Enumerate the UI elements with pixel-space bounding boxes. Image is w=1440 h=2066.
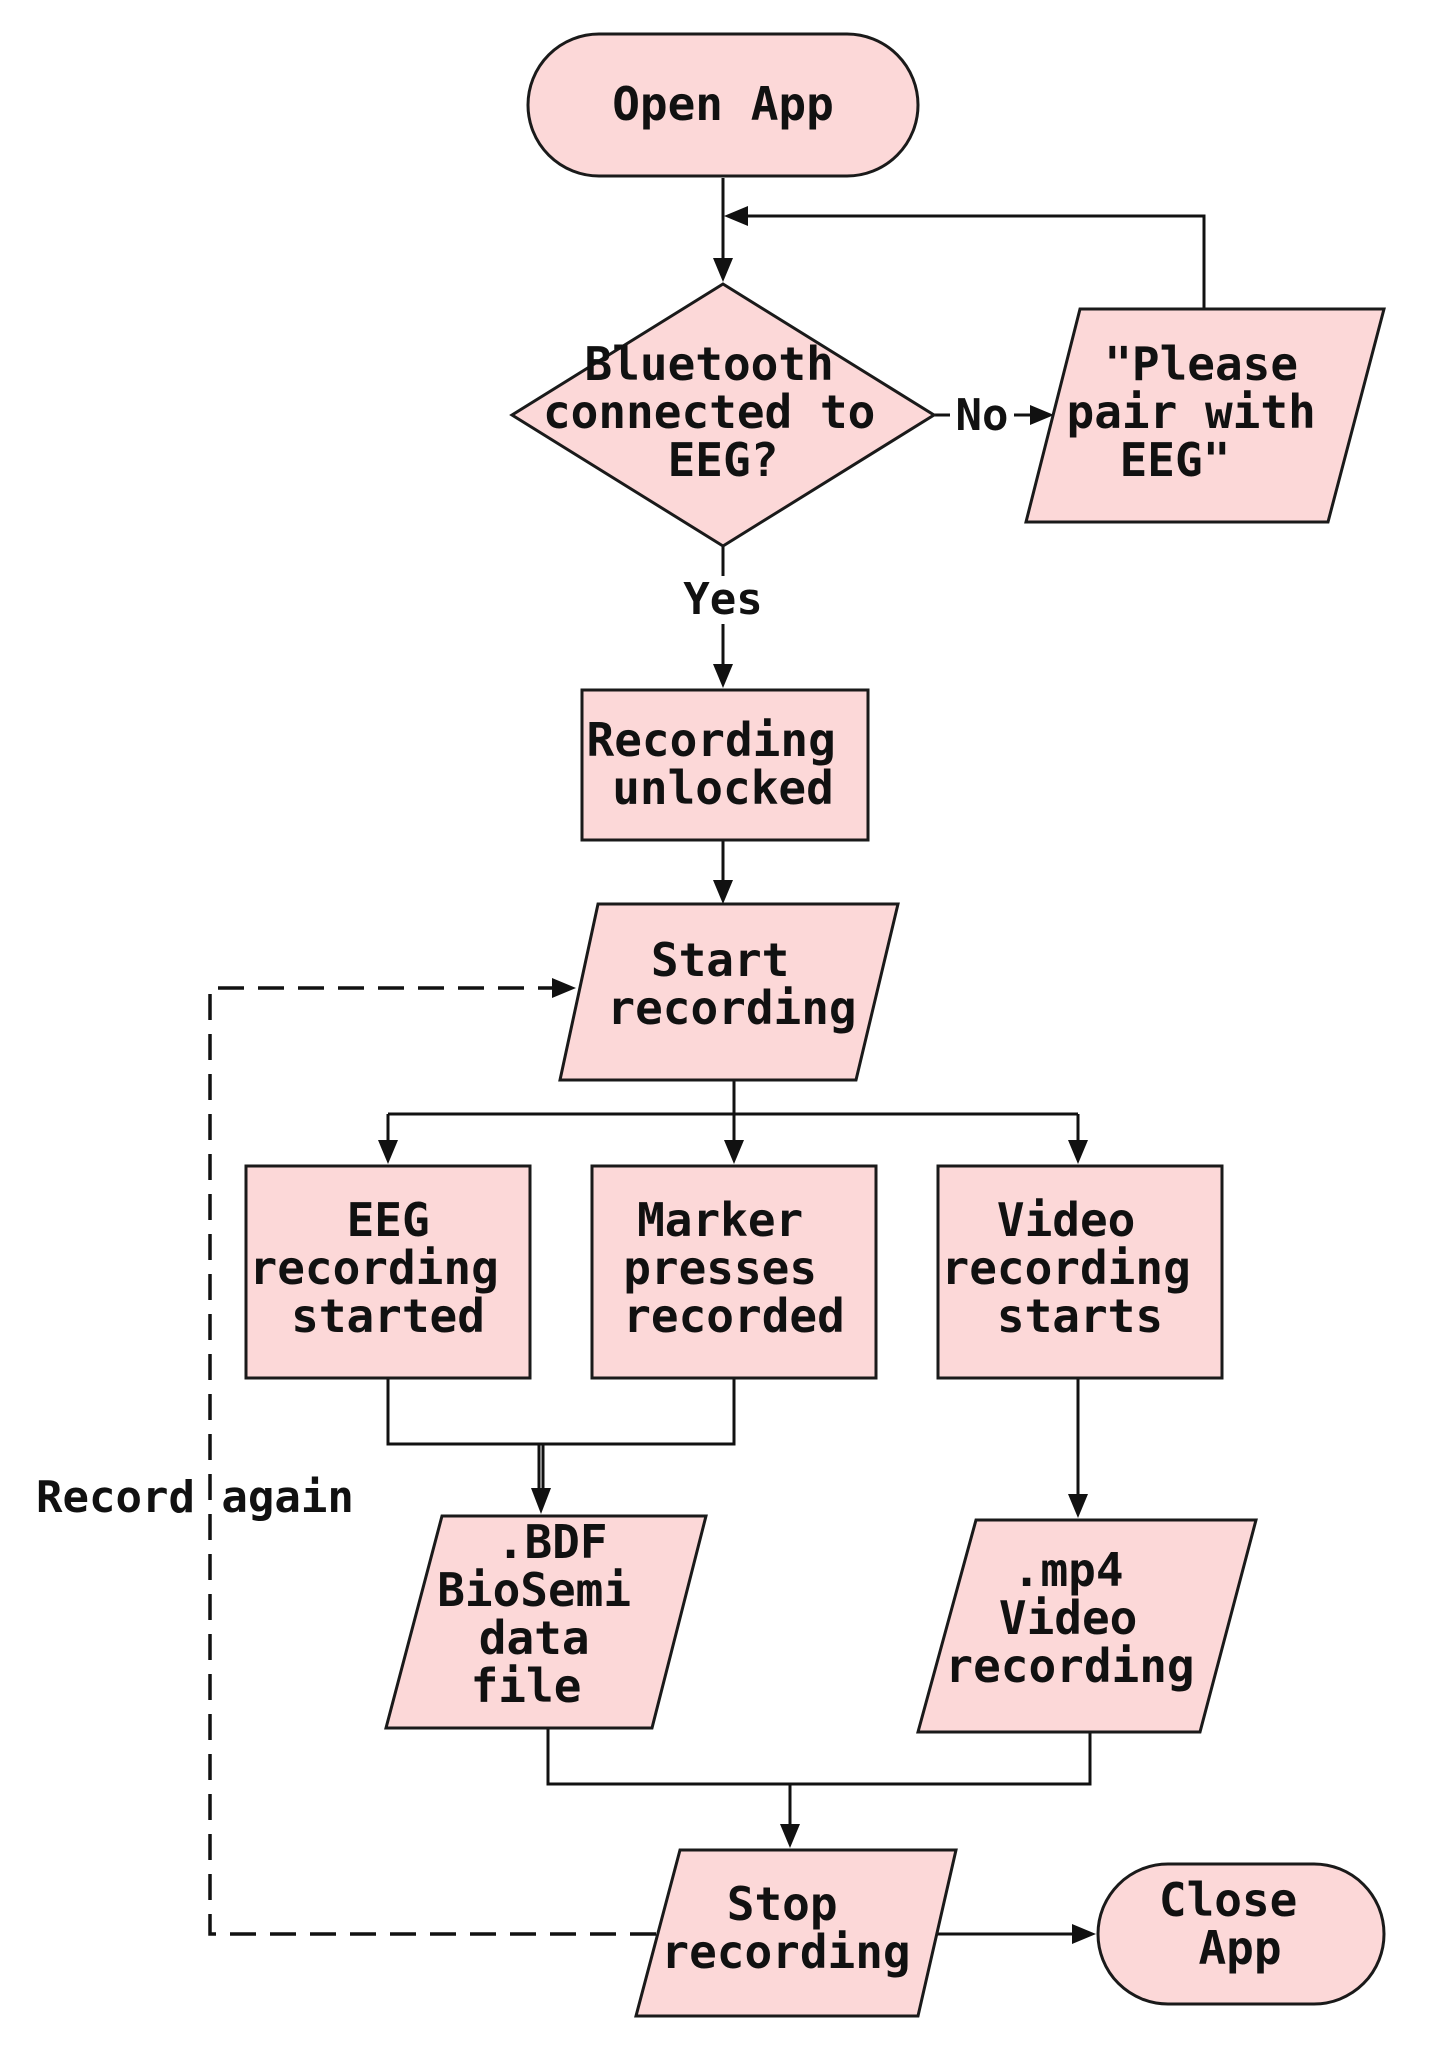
recording-unlocked-label: Recording unlocked	[587, 713, 864, 815]
node-labels: Open App Bluetooth connected to EEG? "Pl…	[250, 77, 1344, 1979]
node-stop-recording	[634, 1848, 958, 2018]
arrowhead	[1068, 1494, 1088, 1518]
please-pair-label: "Please pair with EEG"	[1067, 337, 1344, 487]
edge-pair-feedback	[748, 214, 1206, 309]
arrowhead	[724, 1140, 744, 1164]
arrowhead	[552, 978, 576, 998]
marker-presses-label: Marker presses recorded	[623, 1193, 845, 1343]
bdf-label: .BDF BioSemi data file	[437, 1515, 659, 1713]
mp4-label: .mp4 Video recording	[945, 1543, 1194, 1693]
close-app-label: Close App	[1159, 1873, 1325, 1975]
arrowhead	[780, 1824, 800, 1848]
node-close-app	[1096, 1862, 1386, 2006]
record-again-label: Record again	[36, 1472, 354, 1523]
edge-record-again	[208, 986, 656, 1936]
node-video-starts	[936, 1164, 1224, 1380]
node-recording-unlocked	[580, 688, 870, 842]
no-label: No	[956, 390, 1009, 441]
stop-recording-label: Stop recording	[661, 1877, 910, 1979]
arrowhead	[1068, 1140, 1088, 1164]
arrowhead	[724, 206, 748, 226]
yes-label: Yes	[683, 574, 762, 625]
eeg-started-label: EEG recording started	[250, 1193, 527, 1343]
node-open-app	[526, 32, 920, 178]
node-bluetooth-decision	[509, 282, 937, 548]
open-app-label: Open App	[612, 77, 834, 131]
arrowhead	[713, 880, 733, 904]
node-eeg-started	[244, 1164, 532, 1380]
node-marker-presses	[590, 1164, 878, 1380]
video-starts-label: Video recording starts	[942, 1193, 1219, 1343]
edge-labels: No Yes Record again	[36, 390, 1008, 1523]
arrowhead	[531, 1488, 551, 1514]
connectors	[208, 178, 1206, 1944]
arrowhead	[713, 664, 733, 688]
node-start-recording	[558, 902, 900, 1082]
edge-eeg-merge	[386, 1376, 736, 1446]
node-mp4-file	[916, 1518, 1258, 1734]
arrowhead	[1030, 405, 1054, 425]
arrowhead	[378, 1140, 398, 1164]
bluetooth-label: Bluetooth connected to EEG?	[543, 337, 903, 487]
node-please-pair	[1024, 307, 1386, 524]
arrowhead	[1072, 1924, 1096, 1944]
nodes	[244, 32, 1386, 2018]
start-recording-label: Start recording	[607, 933, 856, 1035]
node-bdf-file	[384, 1514, 708, 1730]
arrowhead	[713, 258, 733, 282]
edge-files-merge	[546, 1726, 1092, 1786]
